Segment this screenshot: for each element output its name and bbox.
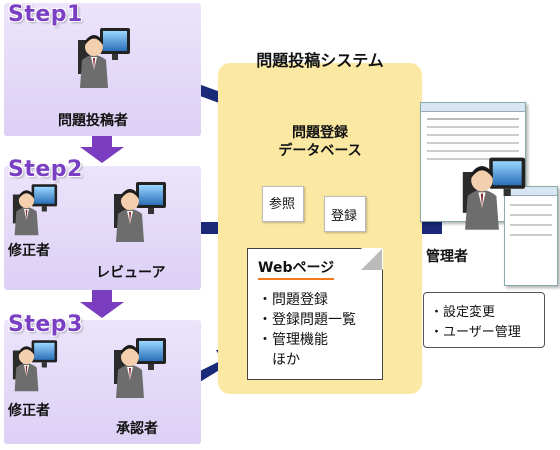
- register-label: 登録: [331, 209, 358, 224]
- admin-screenshot-2: [504, 186, 558, 286]
- admin-functions-box: ・設定変更 ・ユーザー管理: [423, 292, 545, 348]
- page-fold-shade: [361, 249, 382, 270]
- admin-item-settings: ・設定変更: [430, 305, 496, 320]
- approver-label: 承認者: [116, 421, 158, 437]
- system-title: 問題投稿システム: [256, 51, 384, 70]
- register-box: [324, 196, 366, 232]
- admin-item-users: ・ユーザー管理: [430, 325, 521, 340]
- database-label-line1: 問題登録: [292, 125, 348, 141]
- step1-label: Step1: [8, 2, 83, 27]
- reviewer-label: レビューア: [96, 265, 166, 281]
- database-label: 問題登録 データベース: [252, 124, 388, 160]
- reference-label: 参照: [269, 197, 296, 212]
- webpage-document: Webページ ・問題登録 ・登録問題一覧 ・管理機能 ほか: [247, 248, 383, 380]
- webpage-item-other: ほか: [258, 352, 300, 368]
- step3-label: Step3: [8, 312, 83, 337]
- step-down-arrow-1: [80, 135, 124, 163]
- reference-box: [262, 186, 304, 222]
- webpage-item-register: ・問題登録: [258, 292, 328, 308]
- webpage-item-list: ・登録問題一覧: [258, 312, 356, 328]
- step2-label: Step2: [8, 157, 83, 182]
- corrector-label-step2: 修正者: [8, 243, 50, 259]
- webpage-item-admin: ・管理機能: [258, 332, 328, 348]
- administrator-label: 管理者: [426, 249, 468, 265]
- corrector-label-step3: 修正者: [8, 403, 50, 419]
- database-label-line2: データベース: [278, 143, 362, 159]
- step-down-arrow-2: [80, 290, 124, 318]
- webpage-title: Webページ: [258, 257, 335, 280]
- submitter-label: 問題投稿者: [58, 113, 128, 129]
